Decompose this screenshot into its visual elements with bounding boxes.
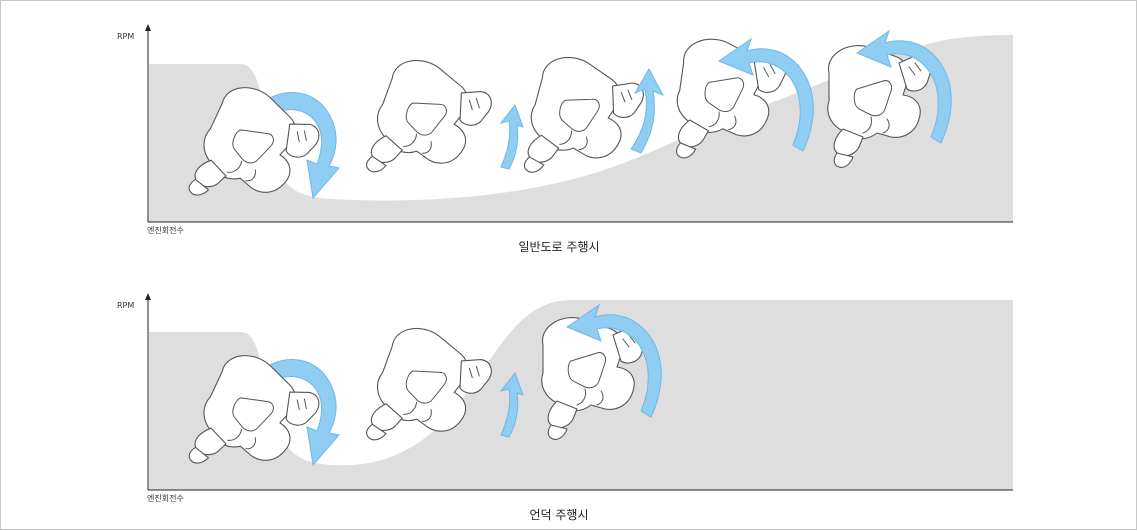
caption-hill: 언덕 주행시 bbox=[529, 507, 588, 522]
diagram-hill: RPM 엔진회전수 언덕 주행시 bbox=[117, 293, 1013, 522]
x-axis-label: 엔진회전수 bbox=[147, 493, 184, 503]
diagram-normal-road: RPM 엔진회전수 일반도로 주행시 bbox=[117, 24, 1013, 254]
y-axis-label: RPM bbox=[117, 301, 134, 310]
y-axis-arrowhead bbox=[145, 293, 151, 300]
x-axis-label: 엔진회전수 bbox=[147, 225, 184, 235]
open-throttle-arrow-icon bbox=[501, 105, 523, 169]
y-axis-label: RPM bbox=[117, 32, 134, 41]
throttle-step-2 bbox=[359, 52, 523, 202]
caption-normal-road: 일반도로 주행시 bbox=[518, 239, 599, 254]
y-axis-arrowhead bbox=[145, 24, 151, 31]
hand-throttle-icon bbox=[359, 52, 498, 202]
